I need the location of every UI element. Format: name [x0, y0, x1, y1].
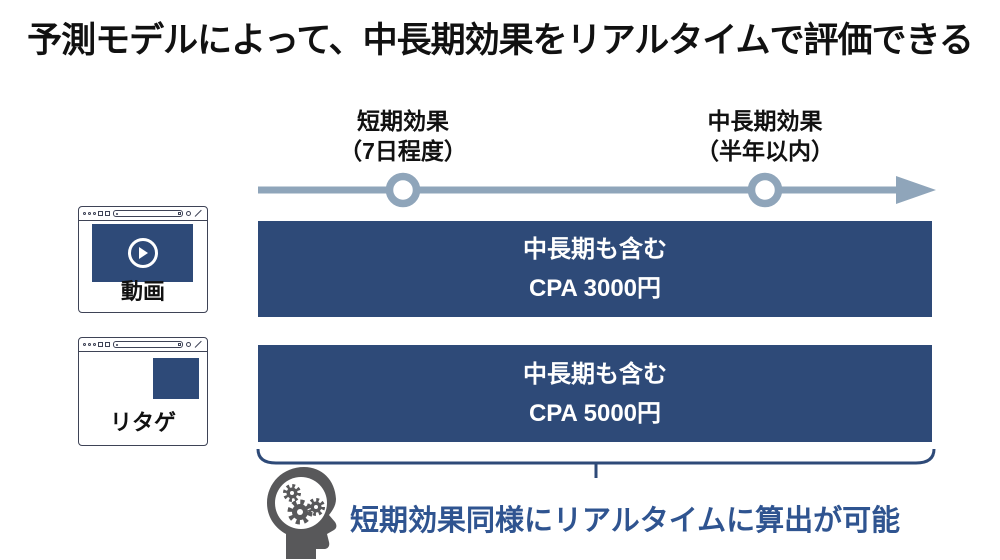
- milestone-label-mid-long-term: 中長期効果 （半年以内）: [645, 106, 885, 166]
- refresh-icon: [186, 342, 191, 347]
- video-play-icon: [127, 238, 158, 268]
- window-button-icon: [98, 211, 103, 216]
- window-dot-icon: [83, 212, 86, 215]
- window-dot-icon: [88, 212, 91, 215]
- bar-video-cpa: 中長期も含む CPA 3000円: [258, 221, 932, 317]
- window-button-icon: [105, 342, 110, 347]
- bar-retargeting-line2: CPA 5000円: [528, 399, 662, 427]
- window-button-icon: [105, 211, 110, 216]
- bracket-line: [256, 448, 936, 465]
- timeline-arrow: [258, 172, 936, 208]
- page-title: 予測モデルによって、中長期効果をリアルタイムで評価できる: [27, 21, 974, 60]
- refresh-icon: [186, 211, 191, 216]
- window-dot-icon: [83, 343, 86, 346]
- browser-window-retargeting: リタゲ: [78, 337, 208, 446]
- window-dot-icon: [93, 343, 96, 346]
- window-dot-icon: [93, 212, 96, 215]
- milestone-short-term-name: 短期効果: [357, 108, 449, 134]
- callout-text: 短期効果同様にリアルタイムに算出が可能: [350, 505, 901, 537]
- head-gears-icon: [267, 467, 337, 559]
- expand-icon: [195, 210, 203, 218]
- gear-icon: [307, 498, 325, 516]
- bar-retargeting-line1: 中長期も含む: [523, 360, 667, 388]
- milestone-marker-mid-long-term-icon: [747, 172, 783, 208]
- channel-label-retargeting: リタゲ: [109, 410, 176, 435]
- address-square-icon: [177, 343, 181, 346]
- window-dot-icon: [88, 343, 91, 346]
- bar-video-line2: CPA 3000円: [528, 275, 662, 302]
- milestone-mid-long-term-range: （半年以内）: [696, 138, 834, 164]
- address-dot-icon: [115, 212, 118, 215]
- bar-retargeting-cpa: 中長期も含む CPA 5000円: [258, 345, 932, 442]
- bar-video-line1: 中長期も含む: [523, 236, 667, 263]
- channel-label-video: 動画: [120, 279, 165, 304]
- right-arrow-icon: [896, 176, 936, 204]
- expand-icon: [195, 341, 203, 349]
- milestone-mid-long-term-name: 中長期効果: [707, 108, 823, 134]
- address-dot-icon: [115, 343, 118, 346]
- video-thumbnail: [92, 224, 193, 282]
- browser-chrome-bar: [79, 207, 207, 221]
- browser-window-video: 動画: [78, 206, 208, 313]
- address-bar: [113, 341, 183, 348]
- milestone-label-short-term: 短期効果 （7日程度）: [283, 106, 523, 166]
- gear-icon: [283, 484, 301, 502]
- address-bar: [113, 210, 183, 217]
- milestone-marker-short-term-icon: [385, 172, 421, 208]
- span-bracket: [256, 448, 936, 478]
- milestone-short-term-range: （7日程度）: [339, 138, 467, 164]
- browser-chrome-bar: [79, 338, 207, 352]
- address-square-icon: [177, 212, 181, 215]
- retargeting-banner-icon: [153, 358, 199, 399]
- window-button-icon: [98, 342, 103, 347]
- play-triangle-icon: [139, 247, 148, 259]
